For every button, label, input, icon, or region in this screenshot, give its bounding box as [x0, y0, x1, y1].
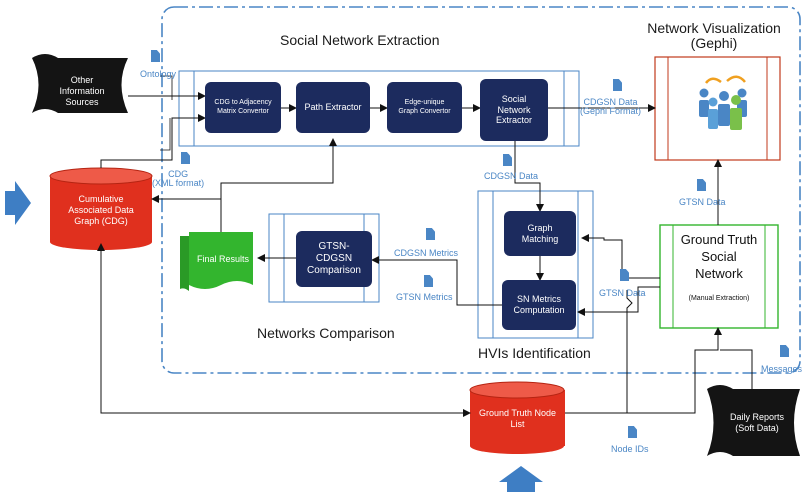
- document-icon: [628, 426, 637, 438]
- section-title-gephi: Network Visualization (Gephi): [647, 20, 781, 51]
- people-icon: [699, 75, 747, 130]
- other-sources-shape: [32, 54, 128, 113]
- gtn-cylinder: [469, 381, 565, 454]
- document-icon: [424, 275, 433, 287]
- cdg-label: Cumulative Associated Data Graph (CDG): [68, 194, 134, 226]
- other-sources-label: Other Information Sources: [59, 75, 105, 107]
- gtsn-title: Ground Truth Social Network: [680, 232, 758, 281]
- social-network-extractor-box: Social Network Extractor: [480, 79, 548, 141]
- label-gtsn-data: GTSN Data: [679, 197, 726, 207]
- document-icon: [620, 269, 629, 281]
- path-extractor-box: Path Extractor: [296, 82, 370, 133]
- document-icon: [697, 179, 706, 191]
- document-icon: [780, 345, 789, 357]
- section-title-sne: Social Network Extraction: [280, 32, 440, 48]
- cdg-cylinder: [49, 167, 153, 250]
- section-title-hvis: HVIs Identification: [478, 345, 591, 361]
- daily-reports-label: Daily Reports (Soft Data): [729, 412, 785, 433]
- gtsn-subtitle: (Manual Extraction): [688, 295, 750, 302]
- cdg-adjacency-convertor-box: CDG to Adjacency Matrix Convertor: [205, 82, 281, 133]
- input-arrow-icon: [5, 181, 31, 225]
- edge-unique-convertor-box: Edge-unique Graph Convertor: [387, 82, 462, 133]
- gephi-panel: [654, 56, 781, 161]
- label-cdgsn-metrics: CDGSN Metrics: [394, 248, 459, 258]
- document-icon: [613, 79, 622, 91]
- label-cdg-xml: CDG (XML format): [152, 169, 205, 189]
- document-icon: [151, 50, 160, 62]
- label-cdgsn-data: CDGSN Data: [484, 171, 539, 181]
- daily-reports-shape: [707, 385, 800, 456]
- graph-matching-box: Graph Matching: [504, 211, 576, 256]
- sn-metrics-box: SN Metrics Computation: [502, 280, 576, 330]
- input-arrow-icon: [499, 466, 543, 492]
- label-gtsn-data-2: GTSN Data: [599, 288, 646, 298]
- label-gtsn-metrics: GTSN Metrics: [396, 292, 453, 302]
- label-messages: Messages: [761, 364, 803, 374]
- document-icon: [181, 152, 190, 164]
- document-icon: [426, 228, 435, 240]
- section-title-ncomp: Networks Comparison: [257, 325, 395, 341]
- system-boundary: [161, 6, 801, 374]
- gtsn-comparison-box: GTSN- CDGSN Comparison: [296, 231, 372, 287]
- label-node-ids: Node IDs: [611, 444, 649, 454]
- gtn-label: Ground Truth Node List: [478, 408, 557, 429]
- label-cdgsn-gephi: CDGSN Data (Gephi Format): [580, 97, 642, 117]
- final-results-label: Final Results: [197, 254, 250, 264]
- label-ontology: Ontology: [140, 69, 177, 79]
- document-icon: [503, 154, 512, 166]
